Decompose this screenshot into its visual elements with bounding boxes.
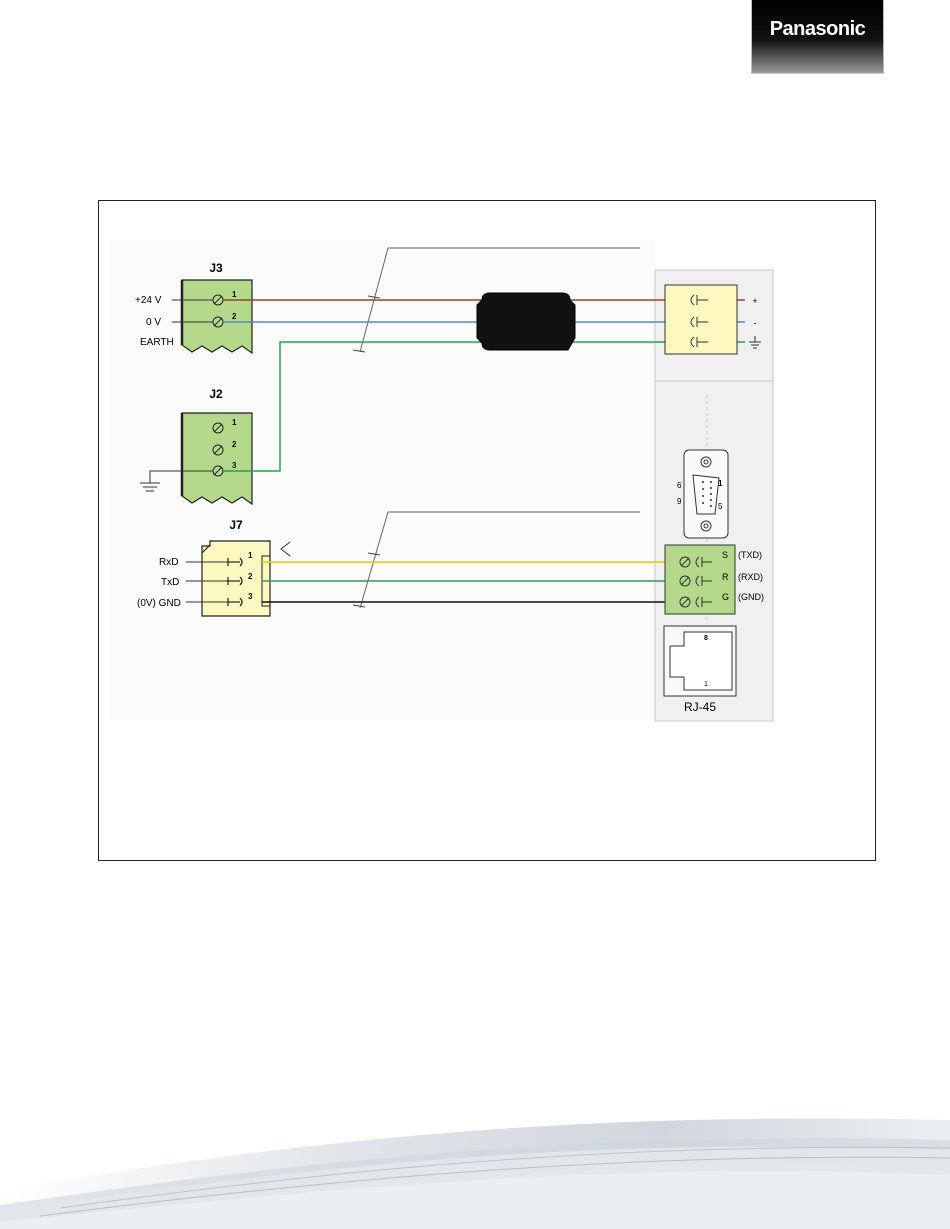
decorative-swoosh [0, 1080, 950, 1229]
serial-signal-txd: (TXD) [738, 550, 762, 560]
signal-rxd: RxD [159, 557, 178, 568]
j7-pin-1: 1 [248, 551, 253, 560]
device-power-terminal [665, 285, 737, 354]
dsub-connector-icon [684, 450, 728, 538]
j2-pin-3: 3 [232, 461, 237, 470]
dsub-pin-6: 6 [677, 481, 682, 490]
j7-terminal-block [202, 541, 270, 616]
signal-0v: 0 V [146, 317, 161, 328]
j2-pin-2: 2 [232, 440, 237, 449]
rj45-pin-1: 1 [704, 681, 708, 688]
j2-label: J2 [209, 387, 223, 401]
signal-gnd: (0V) GND [137, 598, 181, 609]
serial-letter-s: S [722, 550, 728, 560]
j7-pin-3: 3 [248, 592, 253, 601]
power-minus-mark: - [754, 318, 757, 328]
dsub-pin-5: 5 [718, 502, 723, 511]
j3-terminal-block [182, 280, 252, 353]
power-plus-mark: + [752, 296, 757, 306]
dsub-pin-9: 9 [677, 497, 682, 506]
rj45-port-icon [664, 626, 736, 696]
ferrite-filter [477, 293, 575, 350]
j7-pin-2: 2 [248, 572, 253, 581]
dsub-pin-1: 1 [718, 479, 723, 488]
j7-label: J7 [229, 518, 243, 532]
j2-pin-1: 1 [232, 418, 237, 427]
serial-signal-gnd: (GND) [738, 592, 764, 602]
j3-label: J3 [209, 261, 223, 275]
serial-letter-r: R [722, 572, 729, 582]
serial-signal-rxd: (RXD) [738, 572, 763, 582]
serial-letter-g: G [722, 592, 729, 602]
signal-txd: TxD [161, 577, 179, 588]
j3-pin-2: 2 [232, 312, 237, 321]
signal-plus24v: +24 V [135, 295, 162, 306]
signal-earth: EARTH [140, 337, 174, 348]
rj45-pin-8: 8 [704, 635, 708, 642]
rj45-label: RJ-45 [684, 700, 716, 714]
j3-pin-1: 1 [232, 290, 237, 299]
j2-terminal-block [182, 413, 252, 504]
